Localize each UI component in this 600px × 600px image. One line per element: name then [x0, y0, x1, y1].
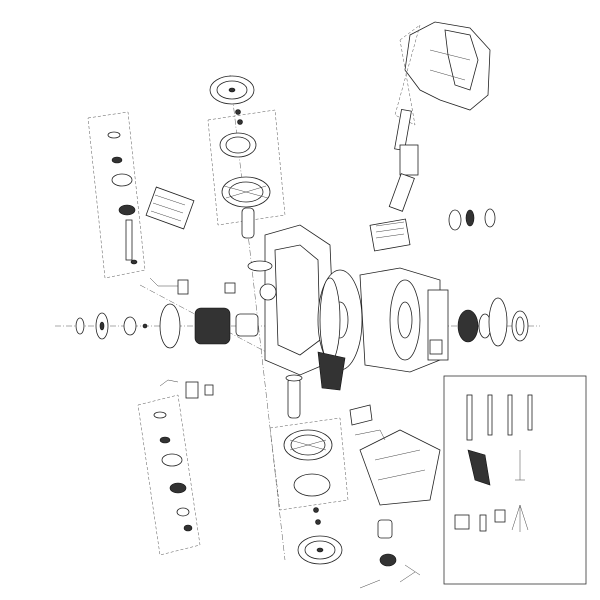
blade-disc: [317, 269, 363, 391]
handle-assembly: [388, 21, 491, 212]
left-motor: [75, 277, 259, 349]
fasteners: [359, 519, 421, 589]
trigger-parts: [369, 208, 496, 252]
right-motor: [457, 297, 529, 347]
bottom-wheel: [269, 417, 349, 565]
top-wheel: [207, 75, 286, 226]
gear-housing: [241, 207, 336, 419]
right-housing: [359, 267, 449, 373]
accessory-box: [443, 375, 587, 585]
upper-shaft-assembly: [87, 111, 195, 279]
base-plate: [349, 404, 441, 506]
lower-shaft-assembly: [137, 379, 214, 556]
